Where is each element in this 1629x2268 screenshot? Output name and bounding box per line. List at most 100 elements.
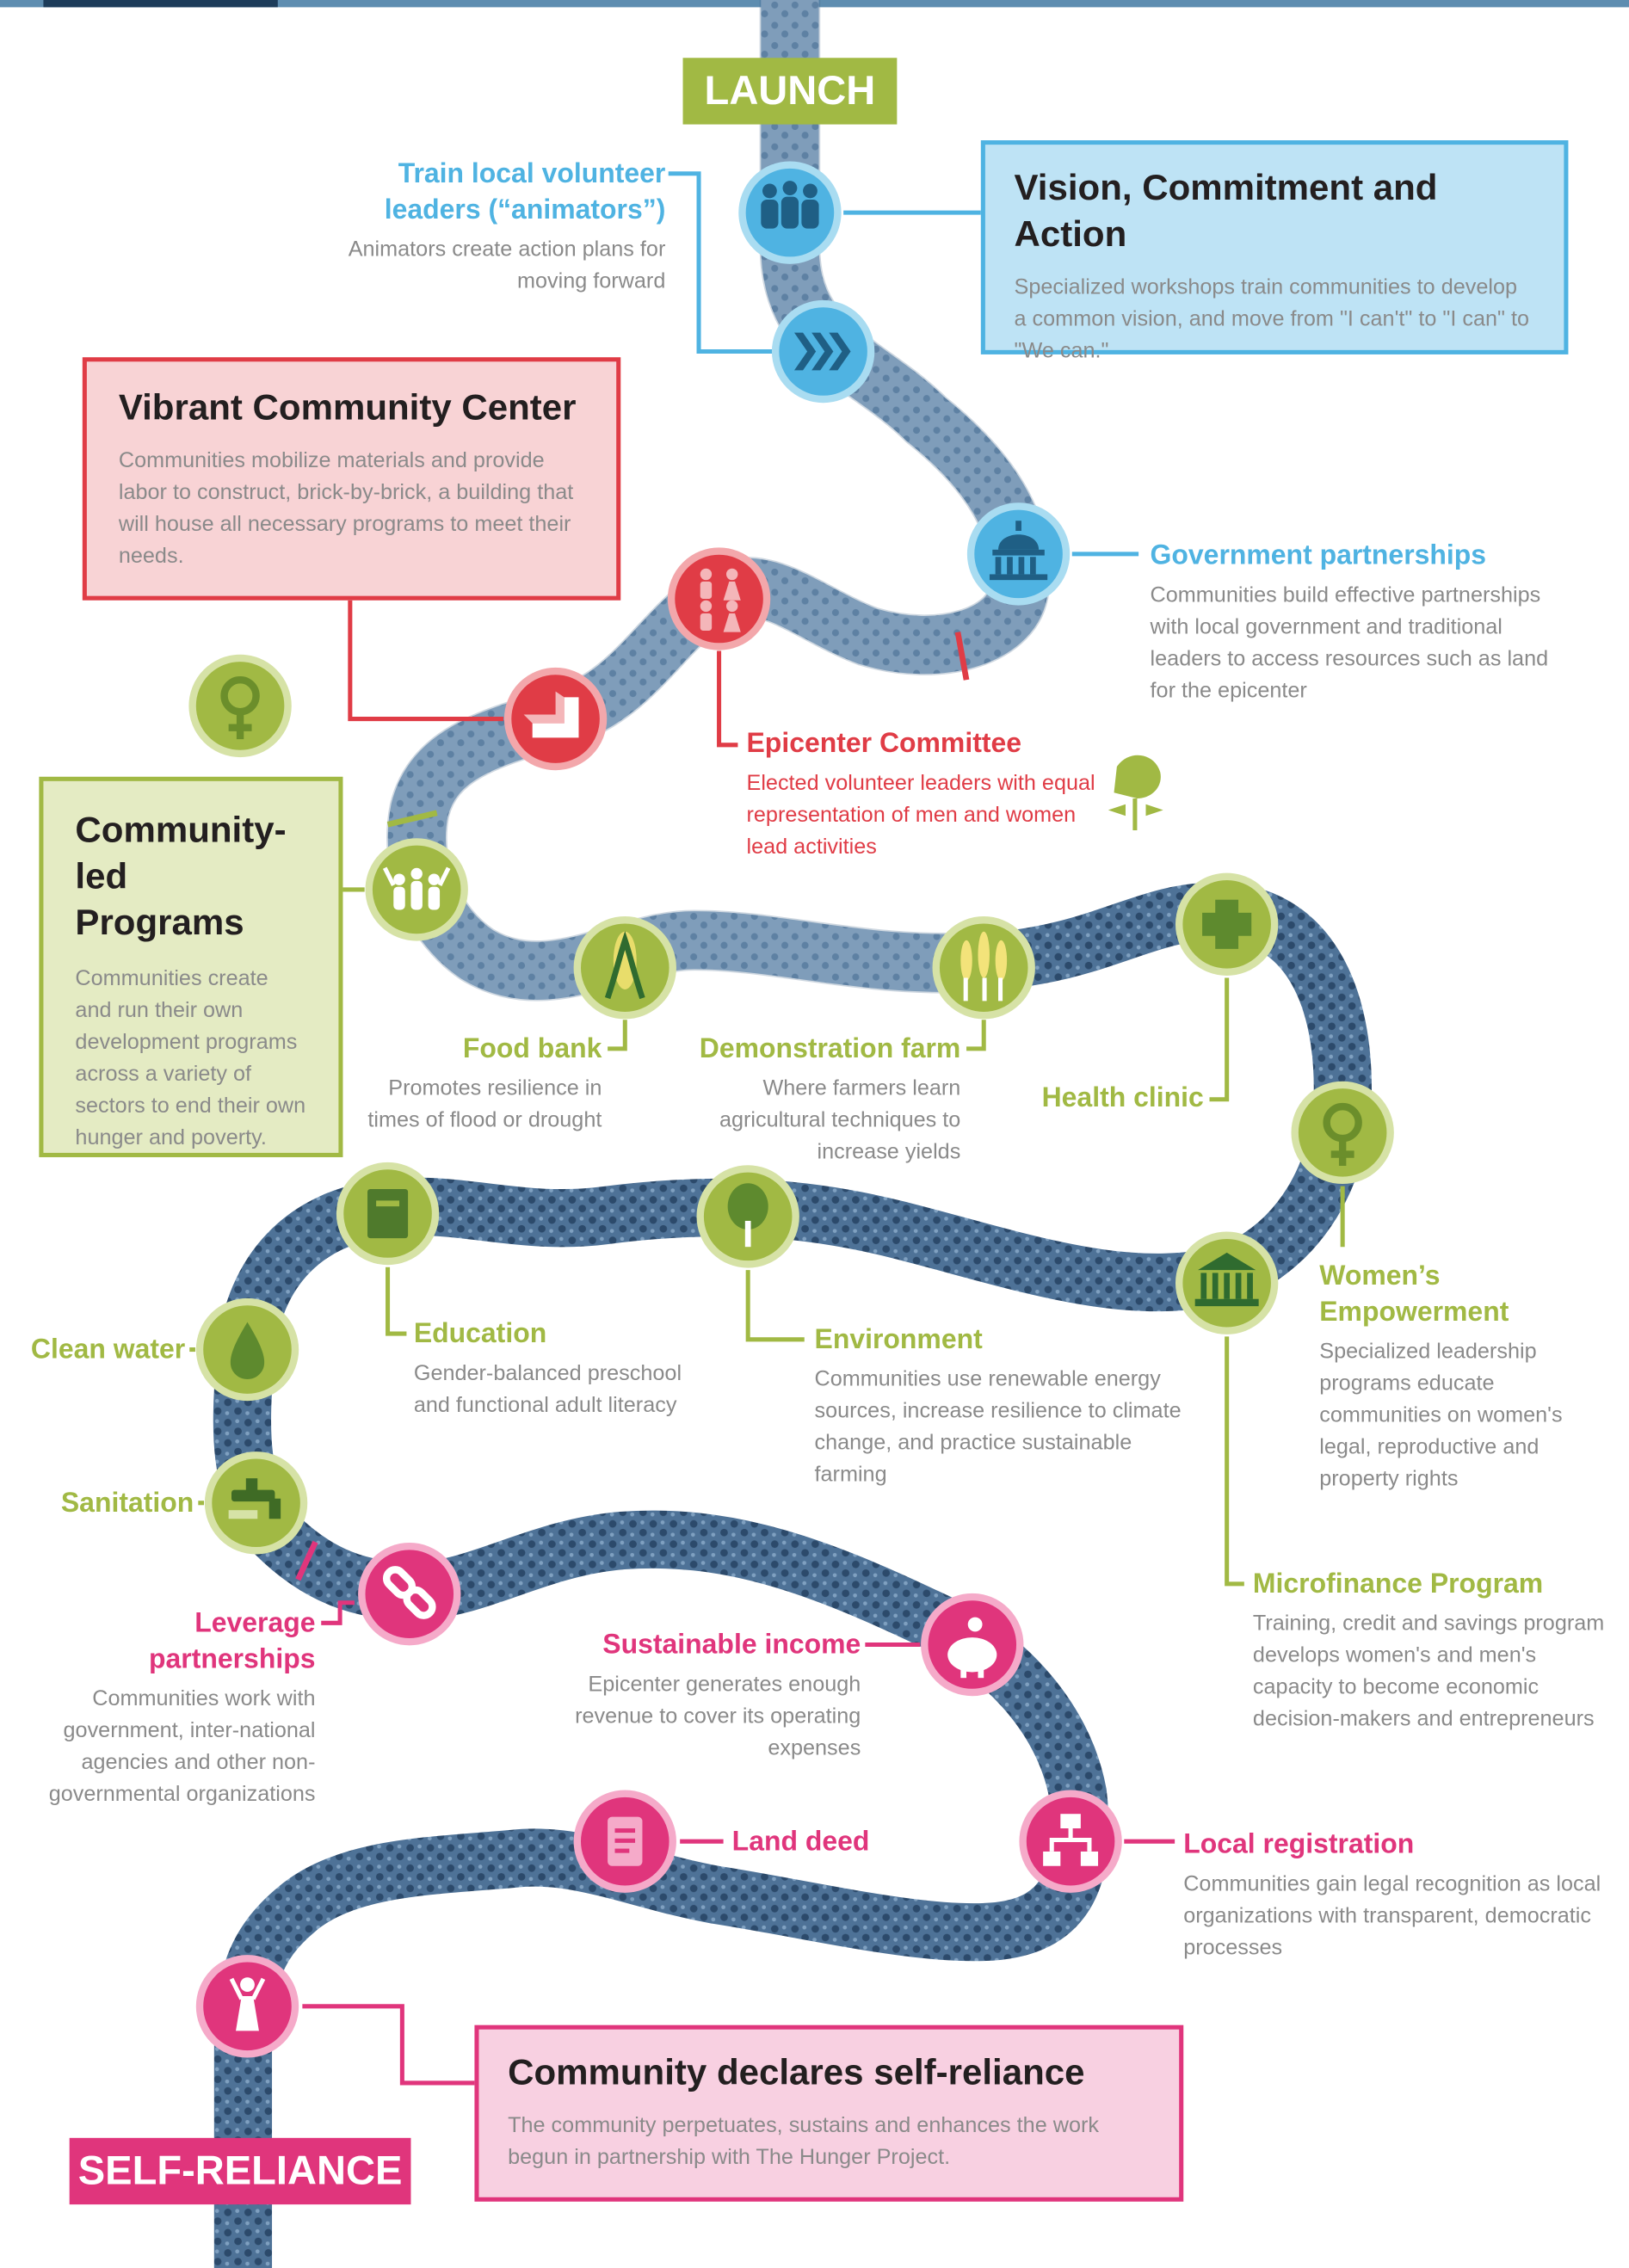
self-reliance-box: Community declares self-reliance The com…	[474, 2025, 1184, 2202]
microfinance-text: Training, credit and savings program dev…	[1252, 1611, 1605, 1732]
government-text: Communities build effective partnerships…	[1150, 582, 1549, 704]
milestone-sanitation	[204, 1451, 308, 1555]
connector-microfinance	[1225, 1336, 1244, 1587]
environment-block: Environment Communities use renewable en…	[815, 1322, 1194, 1492]
connector-center	[348, 600, 504, 722]
milestone-committee	[667, 547, 771, 650]
self-reliance-title: Community declares self-reliance	[508, 2052, 1085, 2093]
sanitation-block: Sanitation	[15, 1486, 194, 1522]
wheat-icon	[960, 931, 1008, 1001]
income-text: Epicenter generates enough revenue to co…	[575, 1672, 861, 1761]
community-programs-text: Communities create and run their own dev…	[75, 966, 306, 1150]
community-center-title: Vibrant Community Center	[118, 387, 577, 428]
committee-label: Epicenter Committee	[746, 729, 1022, 760]
community-programs-title-line1: Community-led	[75, 810, 287, 897]
vision-text: Specialized workshops train communities …	[1014, 274, 1530, 363]
bank-icon	[1194, 1252, 1259, 1307]
cross-icon	[1202, 899, 1252, 949]
leverage-label: Leverage partnerships	[26, 1605, 315, 1678]
food-bank-block: Food bank Promotes resilience in times o…	[361, 1032, 602, 1137]
water-block: Clean water	[0, 1332, 185, 1368]
water-label: Clean water	[30, 1334, 186, 1366]
train-leaders-label-line1: Train local volunteer	[398, 158, 666, 190]
microfinance-label: Microfinance Program	[1252, 1569, 1544, 1600]
top-band-dark	[43, 0, 278, 8]
org-chart-icon	[1043, 1814, 1099, 1866]
food-bank-text: Promotes resilience in times of flood or…	[367, 1075, 602, 1133]
female-symbol-icon-program	[220, 675, 260, 740]
income-block: Sustainable income Epicenter generates e…	[557, 1627, 861, 1765]
launch-tag: LAUNCH	[682, 58, 898, 125]
registration-label: Local registration	[1183, 1829, 1415, 1861]
committee-block: Epicenter Committee Elected volunteer le…	[746, 726, 1108, 864]
rooster-icon	[1108, 755, 1163, 831]
connector-declare	[302, 2004, 475, 2086]
health-block: Health clinic	[998, 1081, 1204, 1117]
leverage-label-line2: partnerships	[149, 1644, 316, 1675]
connector-committee	[717, 650, 738, 748]
vision-title: Vision, Commitment and Action	[1014, 168, 1438, 255]
blue-stage-divider	[954, 632, 970, 681]
connector-train	[668, 171, 773, 354]
farm-block: Demonstration farm Where farmers learn a…	[651, 1032, 961, 1169]
green-stage-divider	[295, 1540, 318, 1581]
milestone-forward	[771, 299, 875, 404]
female-symbol-icon	[1323, 1102, 1362, 1167]
faucet-icon	[228, 1478, 281, 1519]
food-bank-label: Food bank	[462, 1034, 602, 1065]
community-center-box: Vibrant Community Center Communities mob…	[82, 357, 621, 601]
drop-icon	[230, 1322, 265, 1380]
sanitation-label: Sanitation	[60, 1488, 194, 1519]
self-reliance-text: The community perpetuates, sustains and …	[508, 2113, 1099, 2170]
connector-health	[1209, 977, 1230, 1102]
land-block: Land deed	[732, 1824, 935, 1860]
leverage-label-line1: Leverage	[194, 1608, 316, 1639]
program-badge	[188, 654, 292, 758]
connector-education	[386, 1267, 407, 1336]
farm-text: Where farmers learn agricultural techniq…	[719, 1075, 961, 1165]
train-leaders-text: Animators create action plans for moving…	[348, 237, 666, 294]
corn-icon	[604, 931, 645, 1000]
self-reliance-tag: SELF-RELIANCE	[69, 2137, 411, 2205]
connector-environment	[745, 1270, 805, 1342]
income-label: Sustainable income	[602, 1630, 861, 1661]
road-lower	[213, 882, 1372, 2268]
book-icon	[367, 1188, 409, 1239]
leverage-text: Communities work with government, inter-…	[48, 1686, 316, 1807]
women-label-line2: Empowerment	[1319, 1297, 1509, 1328]
community-programs-title-line2: Programs	[75, 903, 244, 944]
community-programs-title: Community-led Programs	[75, 807, 306, 946]
education-label: Education	[413, 1319, 547, 1350]
education-text: Gender-balanced preschool and functional…	[413, 1361, 682, 1418]
community-programs-box: Community-led Programs Communities creat…	[39, 776, 343, 1157]
government-block: Government partnerships Communities buil…	[1151, 538, 1570, 707]
women-block: Women’s Empowerment Specialized leadersh…	[1319, 1259, 1617, 1496]
microfinance-block: Microfinance Program Training, credit an…	[1253, 1567, 1614, 1736]
chevrons-right-icon	[793, 332, 851, 371]
brick-icon	[523, 691, 579, 738]
tree-icon	[727, 1183, 768, 1248]
women-text: Specialized leadership programs educate …	[1319, 1339, 1563, 1492]
community-icon	[382, 866, 451, 910]
celebrating-person-icon	[229, 1977, 266, 2031]
train-leaders-label: Train local volunteer leaders (“animator…	[289, 157, 666, 229]
capitol-icon	[989, 521, 1048, 581]
environment-label: Environment	[814, 1324, 983, 1356]
red-stage-divider	[386, 810, 438, 828]
train-leaders-block: Train local volunteer leaders (“animator…	[289, 157, 666, 299]
health-label: Health clinic	[1041, 1083, 1204, 1114]
train-leaders-label-line2: leaders (“animators”)	[384, 194, 666, 226]
registration-text: Communities gain legal recognition as lo…	[1183, 1871, 1601, 1961]
piggy-bank-icon	[947, 1617, 997, 1679]
chain-icon	[382, 1566, 436, 1619]
vision-box: Vision, Commitment and Action Specialize…	[980, 140, 1569, 363]
milestone-women	[1291, 1081, 1394, 1185]
women-label: Women’s Empowerment	[1319, 1259, 1617, 1331]
environment-text: Communities use renewable energy sources…	[814, 1366, 1182, 1488]
committee-text: Elected volunteer leaders with equal rep…	[746, 771, 1095, 860]
land-label: Land deed	[731, 1827, 870, 1858]
education-block: Education Gender-balanced preschool and …	[414, 1316, 711, 1422]
connector-food-bank	[608, 1020, 627, 1051]
